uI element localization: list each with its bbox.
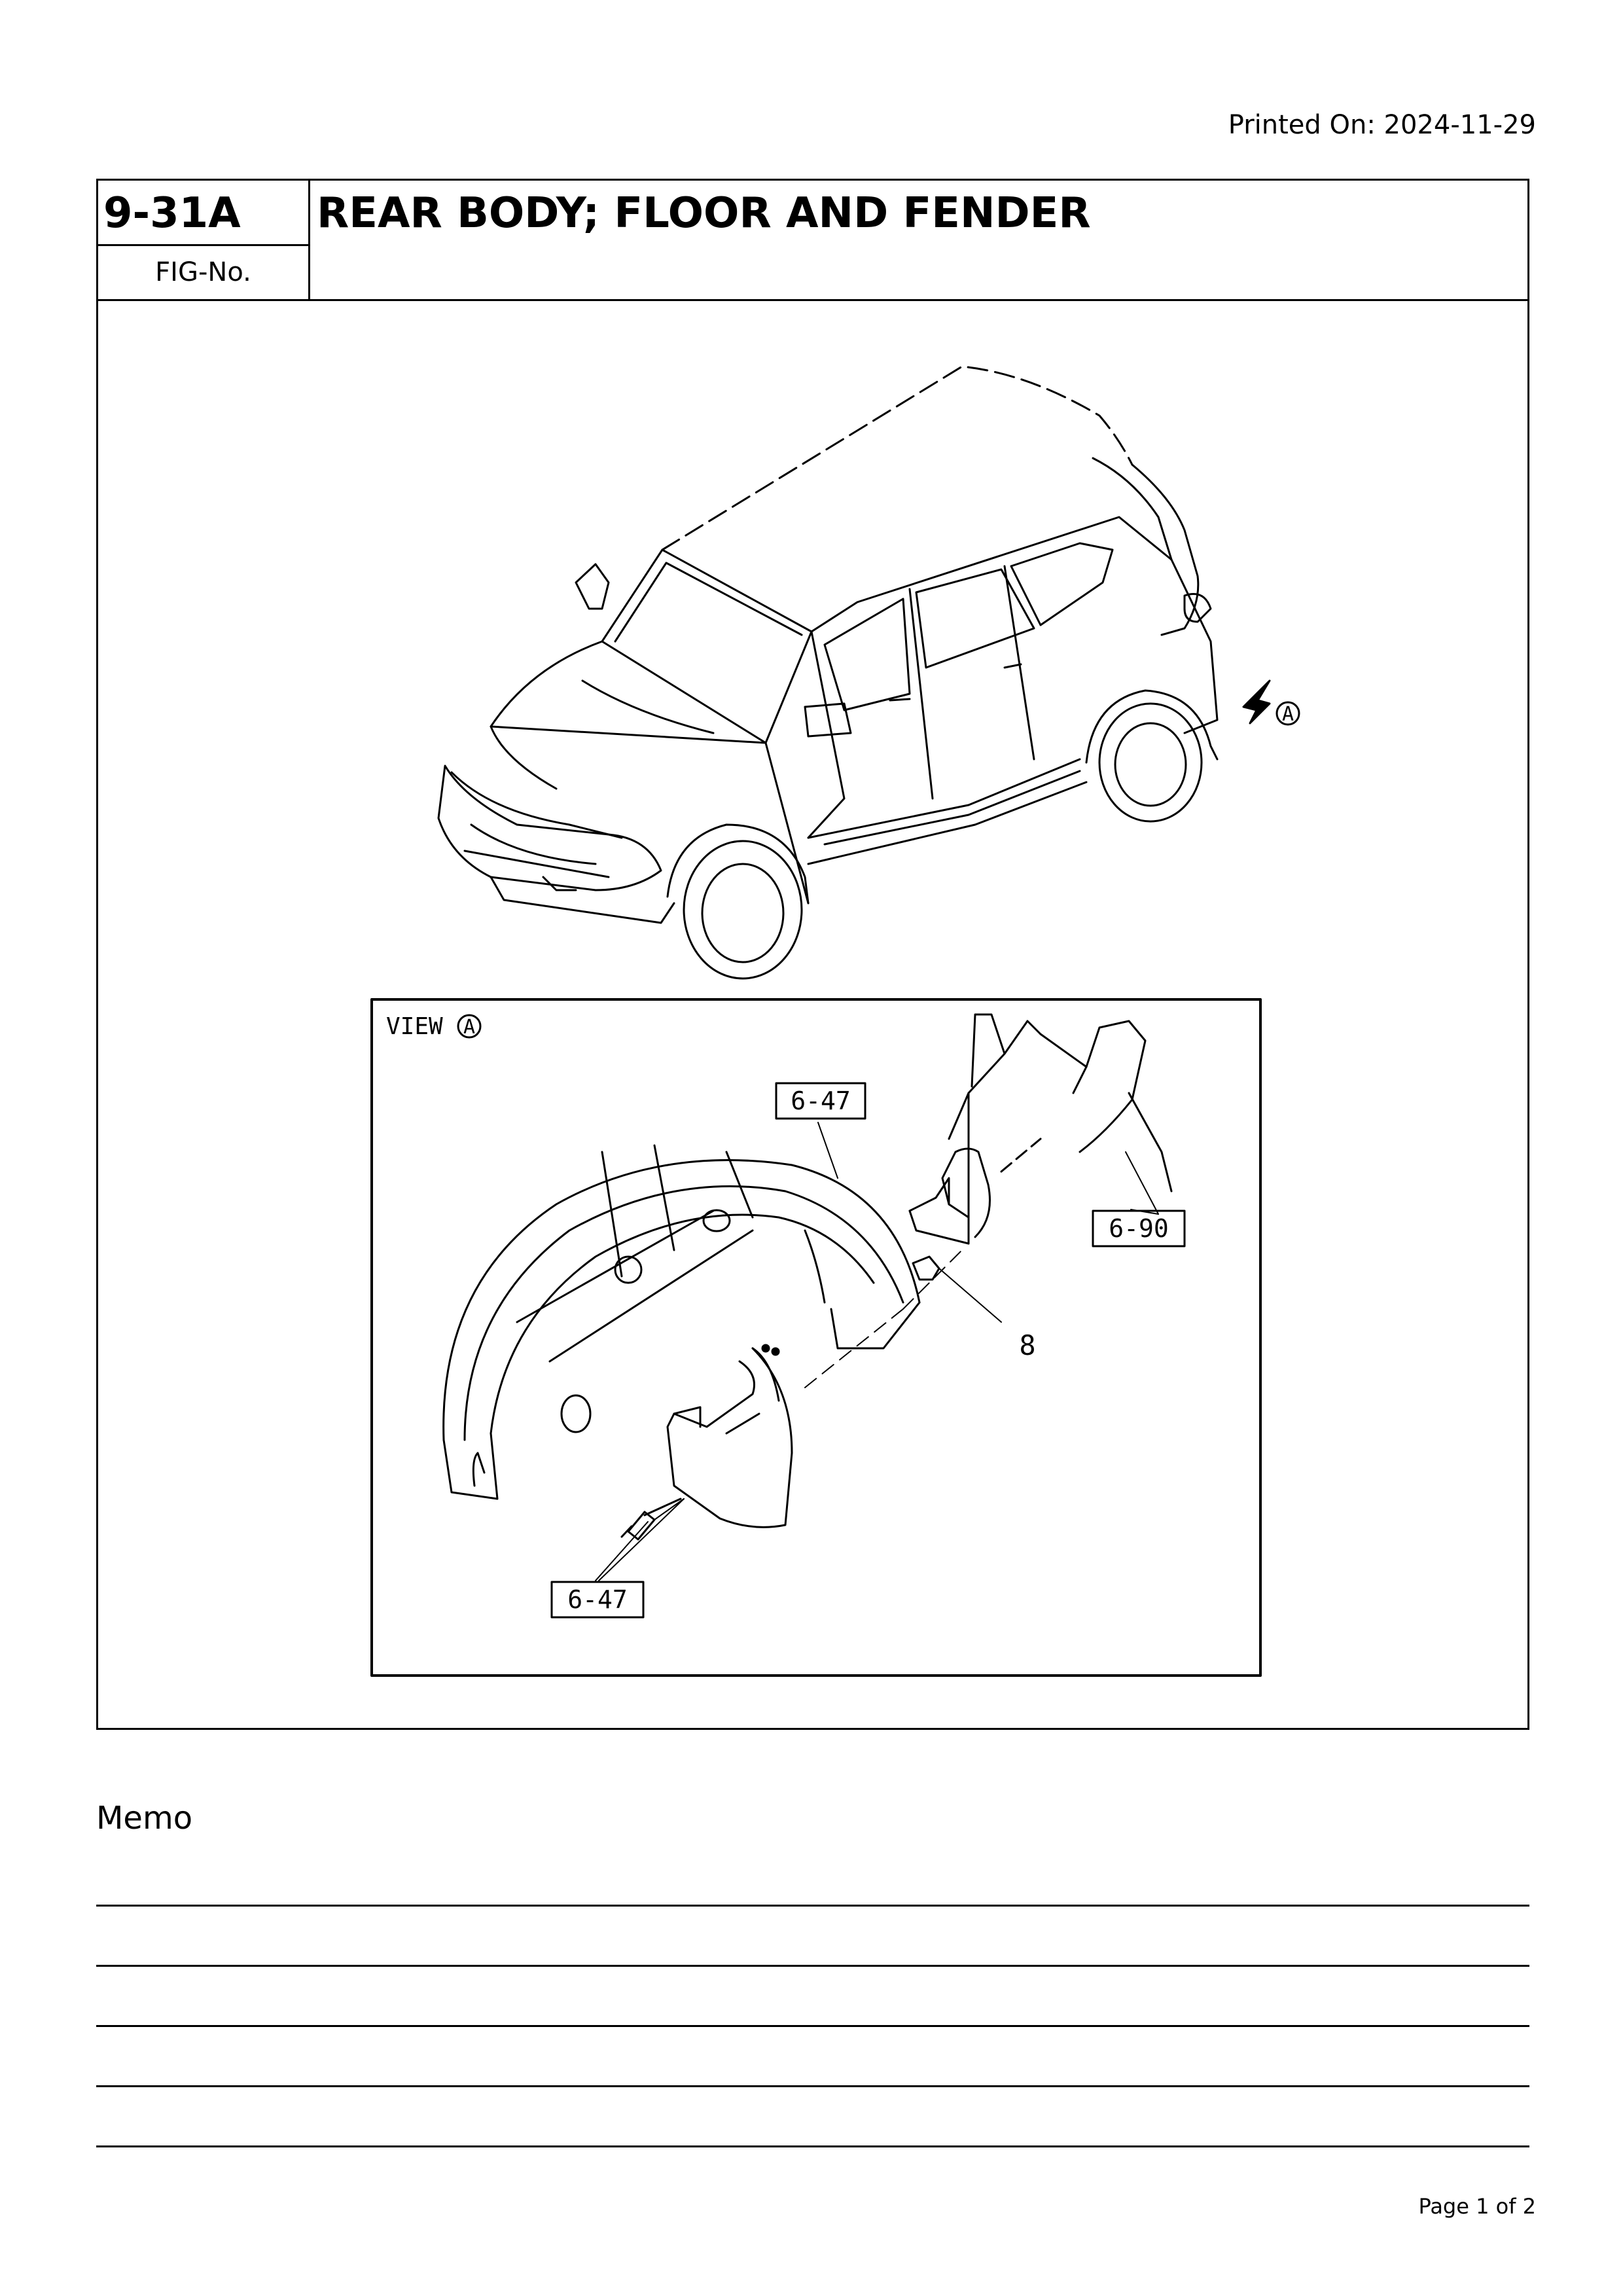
figure-number-label: FIG-No. [98, 246, 310, 299]
figure-area: A VIEW A [96, 301, 1529, 1730]
view-a-inset: VIEW A [370, 998, 1262, 1677]
figure-header: 9-31A FIG-No. REAR BODY; FLOOR AND FENDE… [96, 179, 1529, 301]
callout-clip: 8 [1019, 1329, 1035, 1361]
wheel-arch-liner [442, 1144, 921, 1500]
view-marker-overview: A [1282, 703, 1294, 726]
page-number: Page 1 of 2 [1418, 2194, 1536, 2219]
rear-fender-panel [908, 1013, 1173, 1245]
mud-flap [666, 1347, 793, 1528]
callout-fender: 6-90 [1109, 1214, 1169, 1243]
figure-number: 9-31A [98, 181, 310, 246]
view-marker-inset: A [463, 1016, 475, 1039]
clip [912, 1255, 1002, 1323]
printed-on-date: Printed On: 2024-11-29 [1228, 110, 1536, 140]
callout-liner: 6-47 [791, 1086, 851, 1115]
memo-label: Memo [96, 1800, 193, 1837]
parts-diagram: A VIEW A [370, 365, 1300, 1677]
memo-line[interactable] [96, 1905, 1529, 1907]
view-label: VIEW [386, 1013, 443, 1040]
figure-title: REAR BODY; FLOOR AND FENDER [317, 189, 1091, 238]
callout-screw: 6-47 [567, 1585, 628, 1614]
memo-line[interactable] [96, 2025, 1529, 2027]
memo-line[interactable] [96, 2085, 1529, 2087]
memo-line[interactable] [96, 1965, 1529, 1967]
memo-line[interactable] [96, 2145, 1529, 2147]
vehicle-illustration: A [437, 365, 1300, 980]
